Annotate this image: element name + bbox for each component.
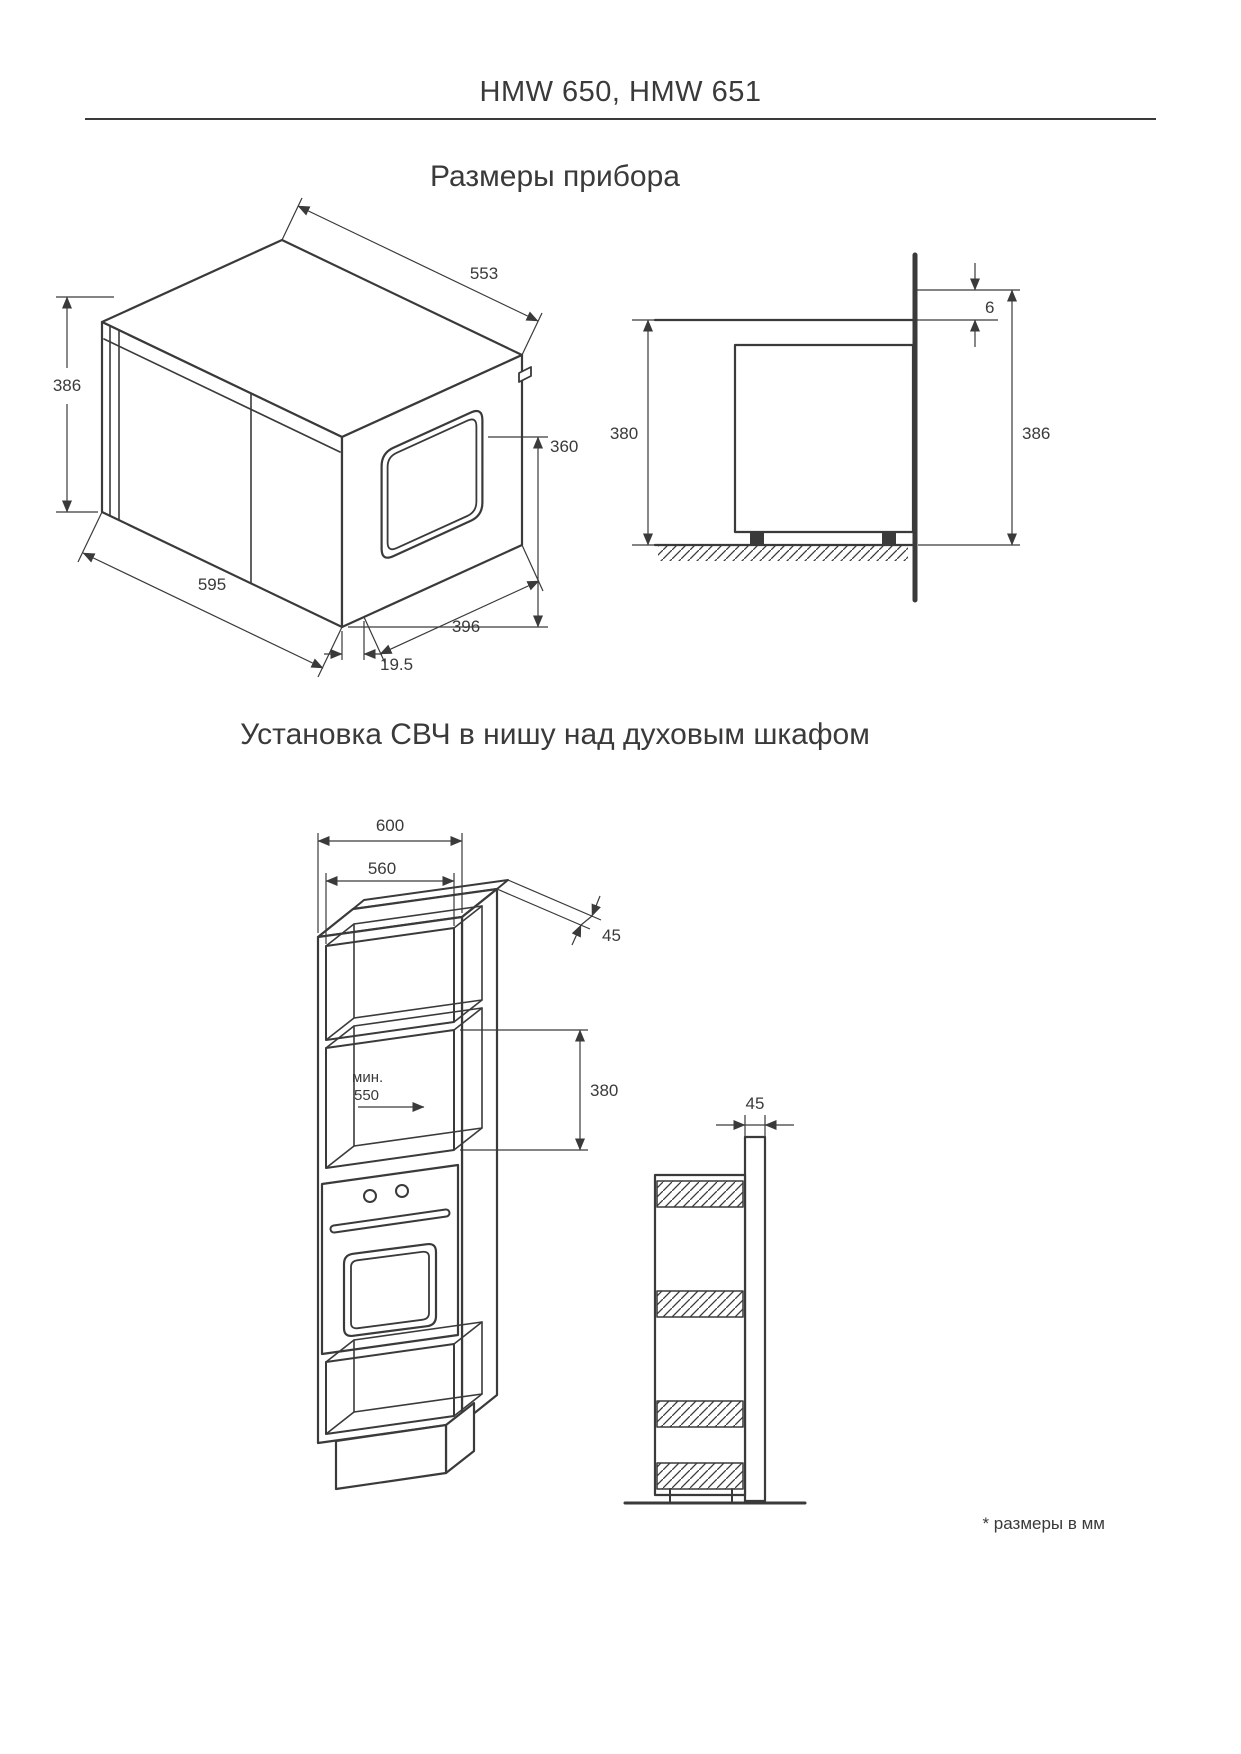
rear-panel-strip (743, 1135, 767, 1503)
dim-top-width: 553 (281, 197, 543, 356)
cabinet-structure (316, 879, 509, 1491)
shelf-sections (656, 1180, 744, 1490)
cabinet-right-face (460, 887, 499, 1425)
dim-inner-width: 560 (325, 859, 455, 944)
oven-window-inner (350, 1250, 430, 1330)
section-title-dimensions: Размеры прибора (430, 160, 680, 193)
min-depth-word: мин. (352, 1069, 383, 1086)
dim-total-height-section: 386 (918, 289, 1050, 546)
section-title-installation: Установка СВЧ в нишу над духовым шкафом (240, 718, 870, 751)
section-dimensions: 6 380 386 (610, 263, 1050, 546)
dim-rear-gap-side: 45 (716, 1094, 794, 1130)
door-window-outer (380, 409, 484, 559)
dim-body-depth: 396 (363, 544, 544, 664)
dim-386-label: 386 (53, 376, 81, 395)
dim-outer-width: 600 (317, 816, 463, 933)
dim-rear-gap: 45 (496, 879, 621, 946)
cabinet-isometric-diagram: 600 560 45 мин. 550 (316, 816, 621, 1491)
dim-553-label: 553 (470, 264, 498, 283)
dim-560-label: 560 (368, 859, 396, 878)
door-handle-knob (518, 366, 532, 383)
floor-hatch (658, 546, 908, 561)
dim-380-cabinet-label: 380 (590, 1081, 618, 1100)
dim-600-label: 600 (376, 816, 404, 835)
dim-6-label: 6 (985, 298, 994, 317)
dim-45-side-label: 45 (746, 1094, 765, 1113)
units-footnote: * размеры в мм (982, 1514, 1105, 1533)
foot-left (750, 532, 764, 545)
niche-section-diagram: 6 380 386 (610, 252, 1050, 603)
side-profile-dimensions: 45 (716, 1094, 794, 1137)
dim-frame-depth: 19.5 (324, 621, 413, 674)
dim-396-label: 396 (452, 617, 480, 636)
dim-386-section-label: 386 (1022, 424, 1050, 443)
page-title: HMW 650, HMW 651 (479, 76, 762, 108)
microwave-body (100, 238, 532, 629)
oven-front-panel (320, 1163, 460, 1356)
dim-niche-height: 380 (610, 319, 657, 546)
bottom-compartment (325, 1321, 483, 1435)
min-depth-value: 550 (354, 1087, 379, 1104)
dim-19-5-label: 19.5 (380, 655, 413, 674)
oven-knob-right (395, 1184, 409, 1198)
foot-right (882, 532, 896, 545)
iso-dimensions: 553 386 360 595 (53, 197, 578, 678)
cabinet-side-profile-diagram: 45 (623, 1094, 807, 1505)
oven-handle-core (331, 1210, 449, 1232)
section-structure (653, 252, 918, 603)
dim-front-width: 595 (77, 511, 343, 678)
dim-380-label: 380 (610, 424, 638, 443)
dim-top-gap: 6 (970, 263, 994, 347)
microwave-niche (325, 1007, 483, 1169)
oven-knob-left (363, 1189, 377, 1203)
dim-min-depth: мин. 550 (352, 1069, 425, 1112)
microwave-isometric-diagram: 553 386 360 595 (53, 197, 578, 678)
side-profile-structure (623, 1135, 807, 1505)
top-compartment (325, 905, 483, 1041)
microwave-section-body (733, 343, 915, 534)
dim-niche-height-cabinet: 380 (460, 1029, 618, 1151)
door-window-inner (386, 418, 478, 551)
oven-window-outer (342, 1242, 438, 1338)
dim-360-label: 360 (550, 437, 578, 456)
oven (320, 1163, 460, 1356)
cabinet-profile (653, 1173, 747, 1497)
dim-45-label: 45 (602, 926, 621, 945)
title-rule (85, 118, 1156, 120)
dim-total-height: 386 (53, 296, 114, 513)
plinth (334, 1401, 476, 1491)
cabinet-dimensions: 600 560 45 мин. 550 (317, 816, 621, 1151)
door-edge-lines (103, 325, 341, 584)
dim-595-label: 595 (198, 575, 226, 594)
